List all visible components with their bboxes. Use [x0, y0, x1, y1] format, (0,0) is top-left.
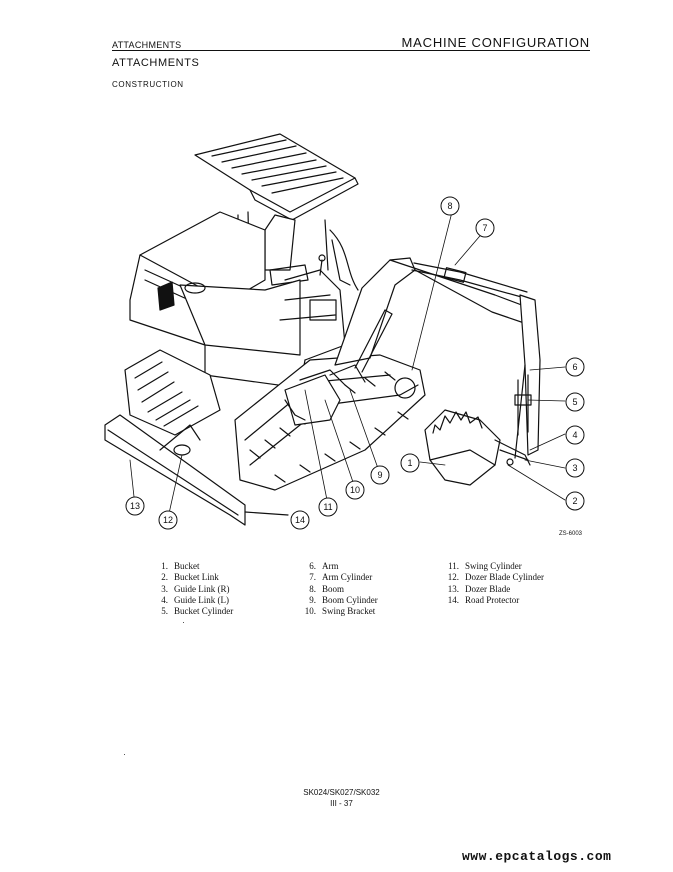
scan-speck [183, 622, 184, 623]
part-name: Arm Cylinder [322, 572, 373, 583]
part-number: 4. [161, 594, 168, 605]
part-name: Dozer Blade Cylinder [465, 572, 544, 583]
callout-13: 13 [130, 501, 140, 511]
parts-list-column-2: 6. Arm 7. Arm Cylinder 8. Boom 9. Boom Cylin… [298, 561, 378, 617]
arm [514, 294, 541, 459]
part-number: 12. [447, 572, 459, 583]
part-number: 9. [309, 594, 316, 605]
list-item: 4. Guide Link (L) [154, 595, 233, 606]
callout-12: 12 [163, 515, 173, 525]
part-number: 1. [161, 561, 168, 571]
callout-7: 7 [482, 223, 487, 233]
header-rule [112, 50, 590, 51]
part-name: Bucket [174, 561, 200, 571]
list-item: 14. Road Protector [441, 595, 544, 606]
callout-1: 1 [407, 458, 412, 468]
callout-3: 3 [572, 463, 577, 473]
list-item: 9. Boom Cylinder [298, 595, 378, 606]
header-section-label: ATTACHMENTS [112, 40, 182, 50]
list-item: 12. Dozer Blade Cylinder [441, 572, 544, 583]
callout-2: 2 [572, 496, 577, 506]
list-item: 8. Boom [298, 584, 378, 595]
section-title: ATTACHMENTS [112, 57, 200, 69]
section-subtitle: CONSTRUCTION [112, 80, 184, 89]
list-item: 6. Arm [298, 561, 378, 572]
callout-circles [125, 196, 585, 530]
part-name: Swing Cylinder [465, 561, 522, 571]
part-name: Boom Cylinder [322, 594, 378, 605]
part-number: 5. [161, 606, 168, 617]
callout-5: 5 [572, 397, 577, 407]
website-watermark[interactable]: www.epcatalogs.com [462, 849, 612, 864]
dozer-blade [104, 414, 289, 526]
part-name: Guide Link (R) [174, 583, 230, 594]
list-item: 13. Dozer Blade [441, 584, 544, 595]
callout-8: 8 [447, 201, 452, 211]
list-item: 10. Swing Bracket [298, 606, 378, 617]
part-number: 2. [161, 572, 168, 583]
part-number: 3. [161, 583, 168, 594]
part-number: 13. [447, 583, 459, 594]
part-name: Swing Bracket [322, 606, 376, 617]
part-number: 7. [309, 572, 316, 583]
excavator-diagram: 1 2 3 4 5 6 7 8 9 10 11 12 13 14 [104, 133, 585, 530]
part-number: 11. [448, 561, 459, 571]
callout-4: 4 [572, 430, 577, 440]
callout-6: 6 [572, 362, 577, 372]
part-number: 10. [304, 606, 316, 617]
operator-seat [264, 214, 309, 286]
leader-lines [129, 211, 566, 519]
callout-14: 14 [295, 515, 305, 525]
part-name: Dozer Blade [465, 583, 511, 594]
list-item: 1. Bucket [154, 561, 233, 572]
footer-model: SK024/SK027/SK032 [303, 788, 380, 797]
swing-bracket [284, 364, 366, 426]
list-item: 7. Arm Cylinder [298, 572, 378, 583]
part-number: 6. [309, 561, 316, 571]
boom-cylinder [354, 309, 393, 373]
callout-11: 11 [323, 502, 332, 512]
list-item: 2. Bucket Link [154, 572, 233, 583]
parts-list-column-3: 11. Swing Cylinder 12. Dozer Blade Cylinde… [441, 561, 544, 606]
arm-cylinder [411, 262, 528, 299]
footer-page-number: III - 37 [330, 799, 353, 808]
scan-speck [124, 754, 125, 755]
list-item: 3. Guide Link (R) [154, 584, 233, 595]
list-item: 5. Bucket Cylinder [154, 606, 233, 617]
part-number: 8. [309, 583, 316, 594]
part-name: Bucket Cylinder [174, 606, 234, 617]
callout-10: 10 [350, 485, 360, 495]
hose [329, 229, 359, 291]
upper-structure [129, 211, 351, 389]
part-number: 14. [447, 594, 459, 605]
callout-numbers: 1 2 3 4 5 6 7 8 9 10 11 12 13 14 [130, 201, 578, 525]
part-name: Arm [322, 561, 339, 571]
list-item: 11. Swing Cylinder [441, 561, 544, 572]
callout-9: 9 [377, 470, 382, 480]
header-chapter-title: MACHINE CONFIGURATION [401, 35, 590, 50]
part-name: Boom [322, 583, 345, 594]
figure-code: ZS-6003 [559, 531, 583, 537]
bucket [424, 409, 531, 486]
part-name: Guide Link (L) [174, 594, 229, 605]
part-name: Bucket Link [174, 572, 219, 583]
part-name: Road Protector [465, 594, 520, 605]
left-track [124, 349, 221, 436]
parts-list-column-1: 1.Bucket 2.Bucket Link 3.Guide Link (R) … [154, 561, 233, 617]
